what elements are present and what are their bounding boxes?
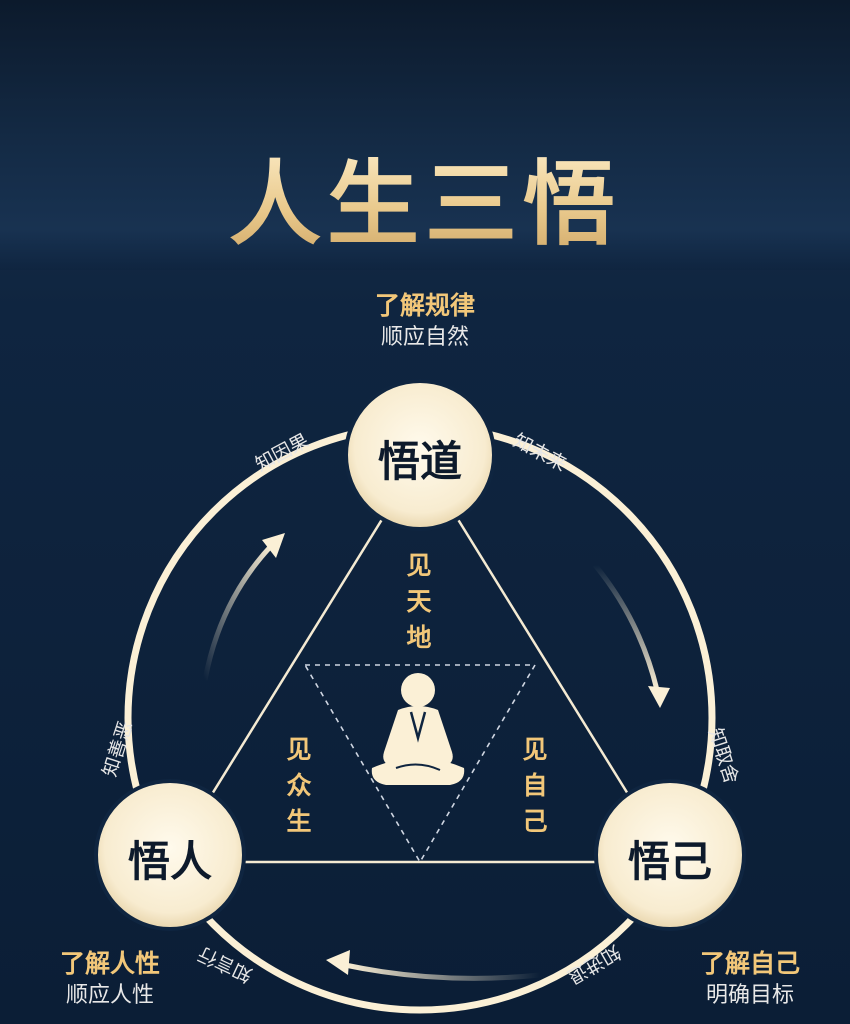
caption-left: 了解人性 顺应人性	[20, 948, 200, 1012]
caption-right-subtitle: 明确目标	[705, 983, 794, 1008]
main-triangle	[167, 455, 673, 864]
node-left-label: 悟人	[127, 837, 212, 886]
triangle-label-self: 见自己	[522, 735, 548, 836]
node-top-circle	[344, 379, 496, 531]
arrow-upper-left-icon	[202, 533, 285, 681]
caption-top: 了解规律 顺应自然	[325, 290, 525, 354]
caption-top-subtitle: 顺应自然	[380, 325, 469, 350]
node-top-label: 悟道	[377, 437, 462, 486]
node-right-label: 悟己	[627, 837, 712, 886]
node-right-circle	[594, 779, 746, 931]
caption-right: 了解自己 明确目标	[660, 948, 840, 1012]
caption-left-subtitle: 顺应人性	[65, 983, 154, 1008]
triangle-label-all-beings: 见众生	[286, 735, 312, 836]
node-left-circle	[94, 779, 246, 931]
page-title: 人生三悟	[0, 130, 850, 263]
arrow-right-icon	[593, 563, 670, 708]
caption-top-title: 了解规律	[374, 291, 475, 320]
triangle-label-heaven-earth: 见天地	[406, 551, 432, 652]
meditating-person-icon	[371, 673, 465, 785]
caption-right-title: 了解自己	[699, 949, 800, 978]
inner-dashed-triangle	[303, 664, 537, 864]
header-band	[0, 0, 850, 270]
arrow-bottom-icon	[326, 950, 541, 981]
caption-left-title: 了解人性	[59, 949, 160, 978]
